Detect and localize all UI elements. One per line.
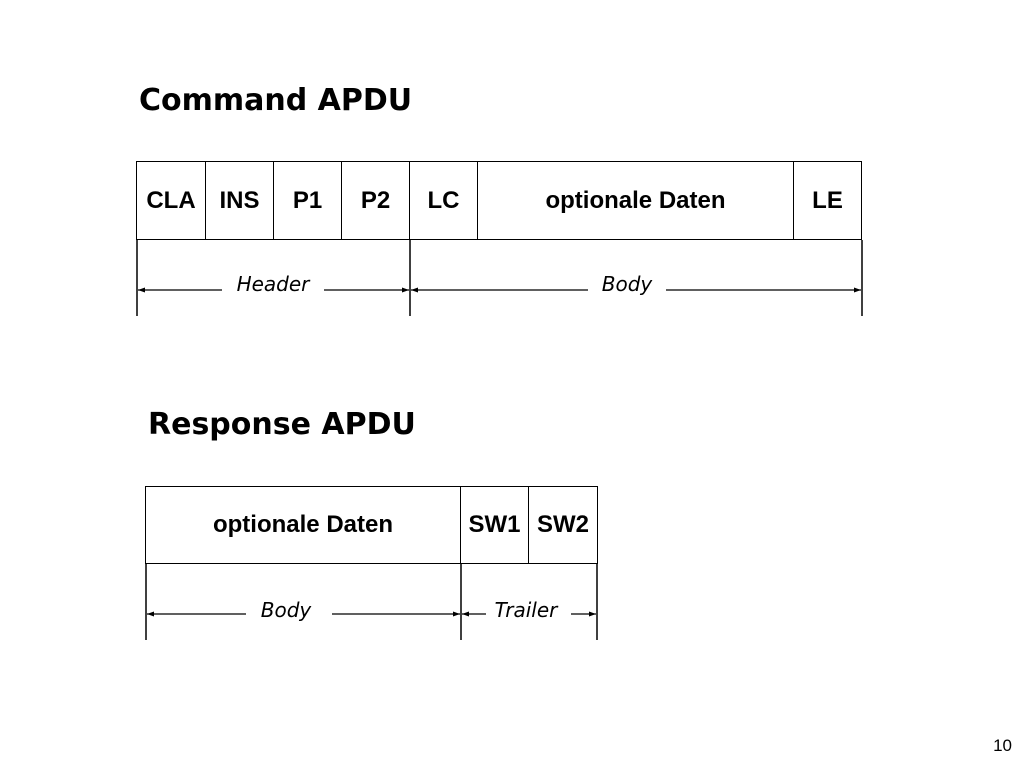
trailer-label: Trailer <box>495 598 560 622</box>
field-p2: P2 <box>342 162 410 239</box>
field-optionale-daten: optionale Daten <box>478 162 794 239</box>
header-label: Header <box>237 272 312 296</box>
command-apdu-title: Command APDU <box>139 83 413 118</box>
command-apdu-fields: CLA INS P1 P2 LC optionale Daten LE <box>136 161 862 240</box>
field-lc: LC <box>410 162 478 239</box>
field-le: LE <box>812 186 843 214</box>
field-ins: INS <box>206 162 274 239</box>
field-p1: P1 <box>274 162 342 239</box>
page-number: 10 <box>993 736 1012 755</box>
response-apdu-fields: optionale Daten SW1 SW2 <box>145 486 598 564</box>
field-sw2: SW2 <box>536 511 589 538</box>
response-body-label: Body <box>261 598 313 622</box>
response-apdu-title: Response APDU <box>148 407 416 442</box>
field-sw1: SW1 <box>461 487 529 563</box>
field-cla: CLA <box>137 162 206 239</box>
body-label: Body <box>602 272 654 296</box>
field-optionale-daten: optionale Daten <box>146 487 461 563</box>
